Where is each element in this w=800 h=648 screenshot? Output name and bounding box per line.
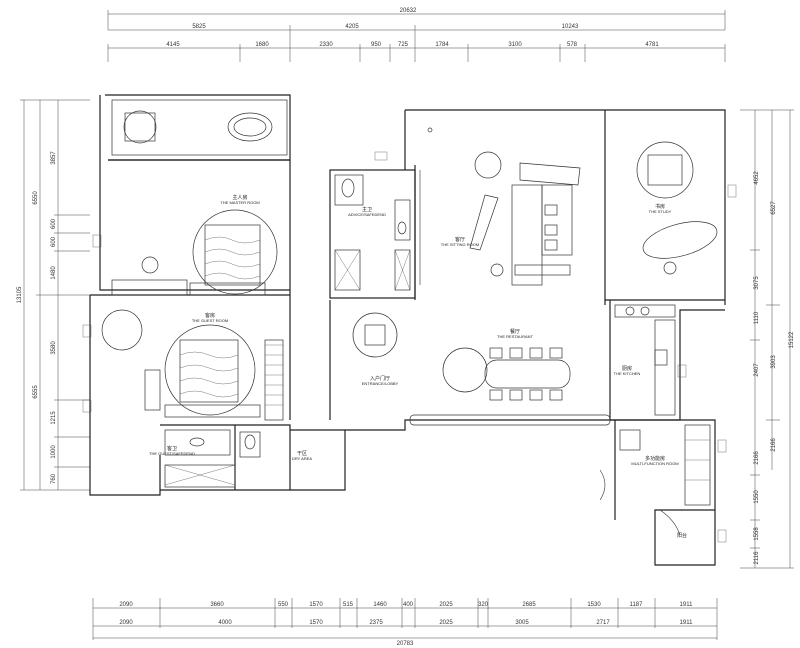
label-dry-cn: 干区 [297,451,307,457]
label-study-cn: 书房 [655,203,665,210]
kitchen-fixtures [614,304,676,416]
dim-bot-r1-6: 400 [403,602,414,608]
dim-left-r2-3: 1480 [51,266,57,280]
living-room-furniture [419,127,581,286]
dim-right-r2-4: 2166 [754,451,760,465]
dim-bot-r1-3: 1570 [309,602,323,608]
label-multi-cn: 多功能房 [645,455,665,462]
study-furniture [636,141,718,275]
dim-right-r2-5: 1550 [754,490,760,504]
dim-top-r2-3: 950 [371,42,382,48]
dim-top-r2-2: 2330 [319,42,333,48]
dim-left-r2-1: 600 [51,218,57,229]
label-master-bath-cn: 主卫 [362,206,372,213]
dim-bot-r2-7: 1911 [680,620,694,626]
label-entrance-en: ENTRANCE/LOBBY [362,381,399,386]
guest-room-furniture [101,309,284,421]
label-living-cn: 客厅 [455,236,465,243]
dim-bot-r1-12: 1911 [680,602,694,608]
dim-top-r1-2: 10243 [562,24,579,30]
label-guest-cn: 客房 [205,312,215,319]
dim-bot-total: 20783 [397,641,414,647]
dim-bot-r2-5: 3005 [515,620,529,626]
dim-top-r1-1: 4205 [345,24,359,30]
label-dry-en: DRY AREA [292,456,312,461]
dim-bot-r2-4: 2025 [439,620,453,626]
label-entrance-cn: 入户门厅 [370,375,390,382]
dim-left-r1-0: 6550 [33,191,39,205]
multi-function-furniture [599,424,711,536]
window-markers [82,151,737,543]
entrance-dining-furniture [352,312,611,426]
dim-bot-r1-4: 515 [343,602,354,608]
dim-right-r2-7: 2116 [754,551,760,565]
dim-right-r1-1: 3903 [771,355,777,369]
label-balcony-cn: 阳台 [677,532,687,539]
dim-right-total: 15122 [789,331,795,348]
label-guest-bath-en: THE GUEST/SAFEDEND [149,451,195,456]
dim-bot-r1-10: 1530 [587,602,601,608]
dim-right-r1-0: 6527 [771,201,777,215]
guest-bath-fixtures [164,429,261,488]
label-restaurant-en: THE RESTAURANT [497,334,533,339]
top-dimensions: 20632 5825 4205 10243 4145 1680 2330 950… [107,8,726,62]
label-guest-bath-cn: 客卫 [167,445,177,452]
label-master-cn: 主人房 [232,194,247,201]
label-study-en: THE STUDY [649,209,672,214]
dim-left-r2-6: 1000 [51,445,57,459]
label-master-bath-en: ADVICE/SAFEDEND [348,212,386,217]
label-guest-en: THE GUEST ROOM [192,318,228,323]
dim-right-r2-0: 4652 [754,171,760,185]
dim-bot-r1-2: 550 [278,602,289,608]
label-restaurant-cn: 餐厅 [510,328,520,335]
dim-right-r1-2: 2166 [771,438,777,452]
dim-top-total: 20632 [400,8,417,14]
left-dimensions: 13105 6550 6555 3857 600 600 1480 3580 1… [17,99,90,491]
dim-right-r2-1: 3075 [754,276,760,290]
walls [89,94,726,566]
dim-left-r2-5: 1215 [51,411,57,425]
right-dimensions: 15122 6527 3903 2166 4652 3075 1110 2407… [740,109,795,569]
dim-left-r2-4: 3580 [51,341,57,355]
dim-left-r2-2: 600 [51,236,57,247]
dim-bot-r2-3: 2375 [369,620,383,626]
master-room-furniture [111,99,288,296]
master-bath-fixtures [334,174,411,291]
dim-top-r2-1: 1680 [255,42,269,48]
bottom-dimensions: 2090 3660 550 1570 515 1460 400 2025 320… [92,598,718,647]
dim-top-r1-0: 5825 [192,24,206,30]
dim-top-r2-5: 1784 [435,42,449,48]
dim-top-r2-4: 725 [398,42,409,48]
dim-left-r1-1: 6555 [33,385,39,399]
dim-left-r2-0: 3857 [51,151,57,165]
label-kitchen-en: THE KITCHEN [614,371,641,376]
label-living-en: THE SITTING ROOM [441,242,479,247]
label-kitchen-cn: 厨房 [622,365,632,372]
dim-bot-r1-9: 2685 [522,602,536,608]
dim-bot-r2-2: 1570 [309,620,323,626]
dim-bot-r1-7: 2025 [439,602,453,608]
dim-bot-r1-11: 1187 [630,602,644,608]
dim-top-r2-0: 4145 [166,42,180,48]
dim-bot-r2-6: 2717 [596,620,610,626]
dim-right-r2-3: 2407 [754,363,760,377]
dim-top-r2-6: 3100 [508,42,522,48]
label-master-en: THE MASTER ROOM [220,200,259,205]
dim-left-r2-7: 760 [51,473,57,484]
dim-top-r2-7: 578 [567,42,578,48]
dim-right-r2-6: 1558 [754,527,760,541]
dim-bot-r2-1: 4000 [218,620,232,626]
room-labels: 主人房 THE MASTER ROOM 主卫 ADVICE/SAFEDEND 客… [149,194,687,539]
dim-left-total: 13105 [17,286,23,303]
label-multi-en: MULTI-FUNCTION ROOM [631,461,678,466]
dim-bot-r1-0: 2090 [119,602,133,608]
dim-bot-r1-5: 1460 [373,602,387,608]
dim-bot-r2-0: 2090 [119,620,133,626]
dim-bot-r1-8: 320 [478,602,489,608]
dim-bot-r1-1: 3660 [210,602,224,608]
dim-right-r2-2: 1110 [754,311,760,324]
dim-top-r2-8: 4781 [645,42,659,48]
